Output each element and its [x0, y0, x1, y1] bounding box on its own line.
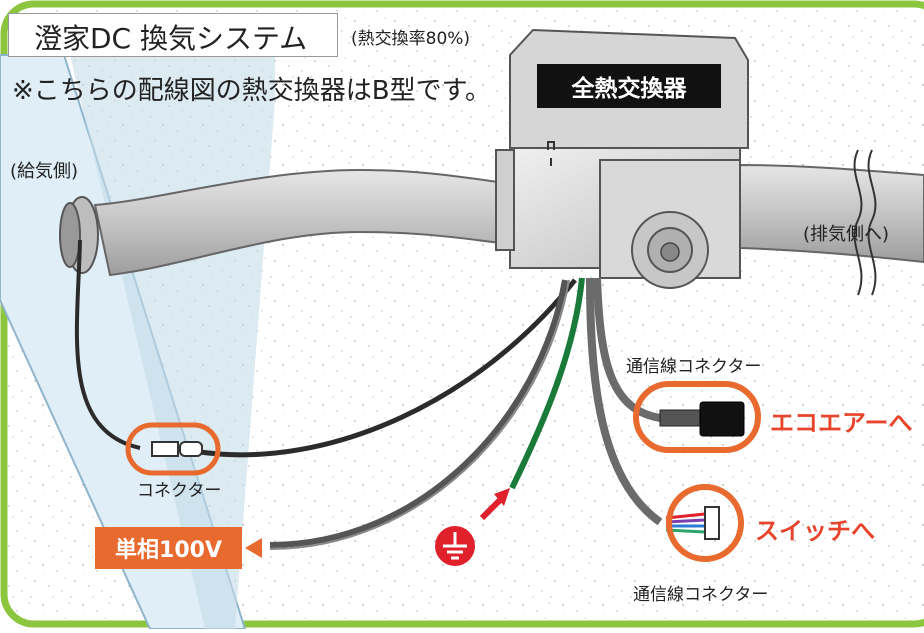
supply-side-label: (給気側) — [10, 161, 79, 182]
switch-connector — [704, 506, 720, 540]
title-box — [8, 13, 338, 57]
plug-icon — [699, 401, 745, 437]
exhaust-side-label: (排気側へ) — [803, 224, 890, 245]
to-ecoair-label: エコエアーへ — [770, 409, 913, 437]
to-switch-label: スイッチへ — [755, 517, 875, 545]
comm-cable-bottom — [586, 277, 663, 526]
hx-collar — [495, 149, 515, 251]
ground-wire — [509, 277, 585, 490]
arrow-head-icon — [494, 488, 510, 506]
highlight-ring-switch — [666, 484, 744, 562]
duct-opening — [59, 202, 81, 268]
single-phase-label: 単相100V — [95, 527, 242, 569]
comm-cable-top — [593, 277, 661, 422]
note-text: ※こちらの配線図の熱交換器はB型です。 — [12, 76, 492, 106]
arrow-icon — [479, 497, 503, 521]
wire-red — [665, 512, 706, 520]
break-line-2 — [867, 149, 877, 296]
connector-male — [151, 441, 179, 457]
right-duct — [739, 163, 924, 264]
connector-label: コネクター — [137, 481, 222, 501]
latch-icon — [547, 141, 555, 166]
page-title: 澄家DC 換気システム — [34, 22, 308, 55]
power-cable-shade — [269, 279, 570, 550]
wire-bundle-top — [659, 409, 701, 427]
connector-female — [179, 441, 203, 457]
pointer-icon — [245, 538, 262, 558]
power-cable — [269, 279, 568, 548]
page-subtitle: (熱交換率80%) — [351, 29, 471, 49]
fan-cable — [199, 278, 577, 458]
break-line-1 — [853, 149, 863, 296]
comm-connector-label-bottom: 通信線コネクター — [633, 585, 769, 605]
heat-exchanger-label: 全熱交換器 — [537, 64, 721, 108]
comm-connector-label-top: 通信線コネクター — [626, 357, 762, 377]
highlight-ring-connector — [125, 422, 221, 476]
highlight-ring-ecoair — [633, 381, 761, 453]
hx-port-center — [660, 242, 680, 262]
supply-cable — [74, 239, 141, 450]
wire-purple — [665, 518, 706, 524]
